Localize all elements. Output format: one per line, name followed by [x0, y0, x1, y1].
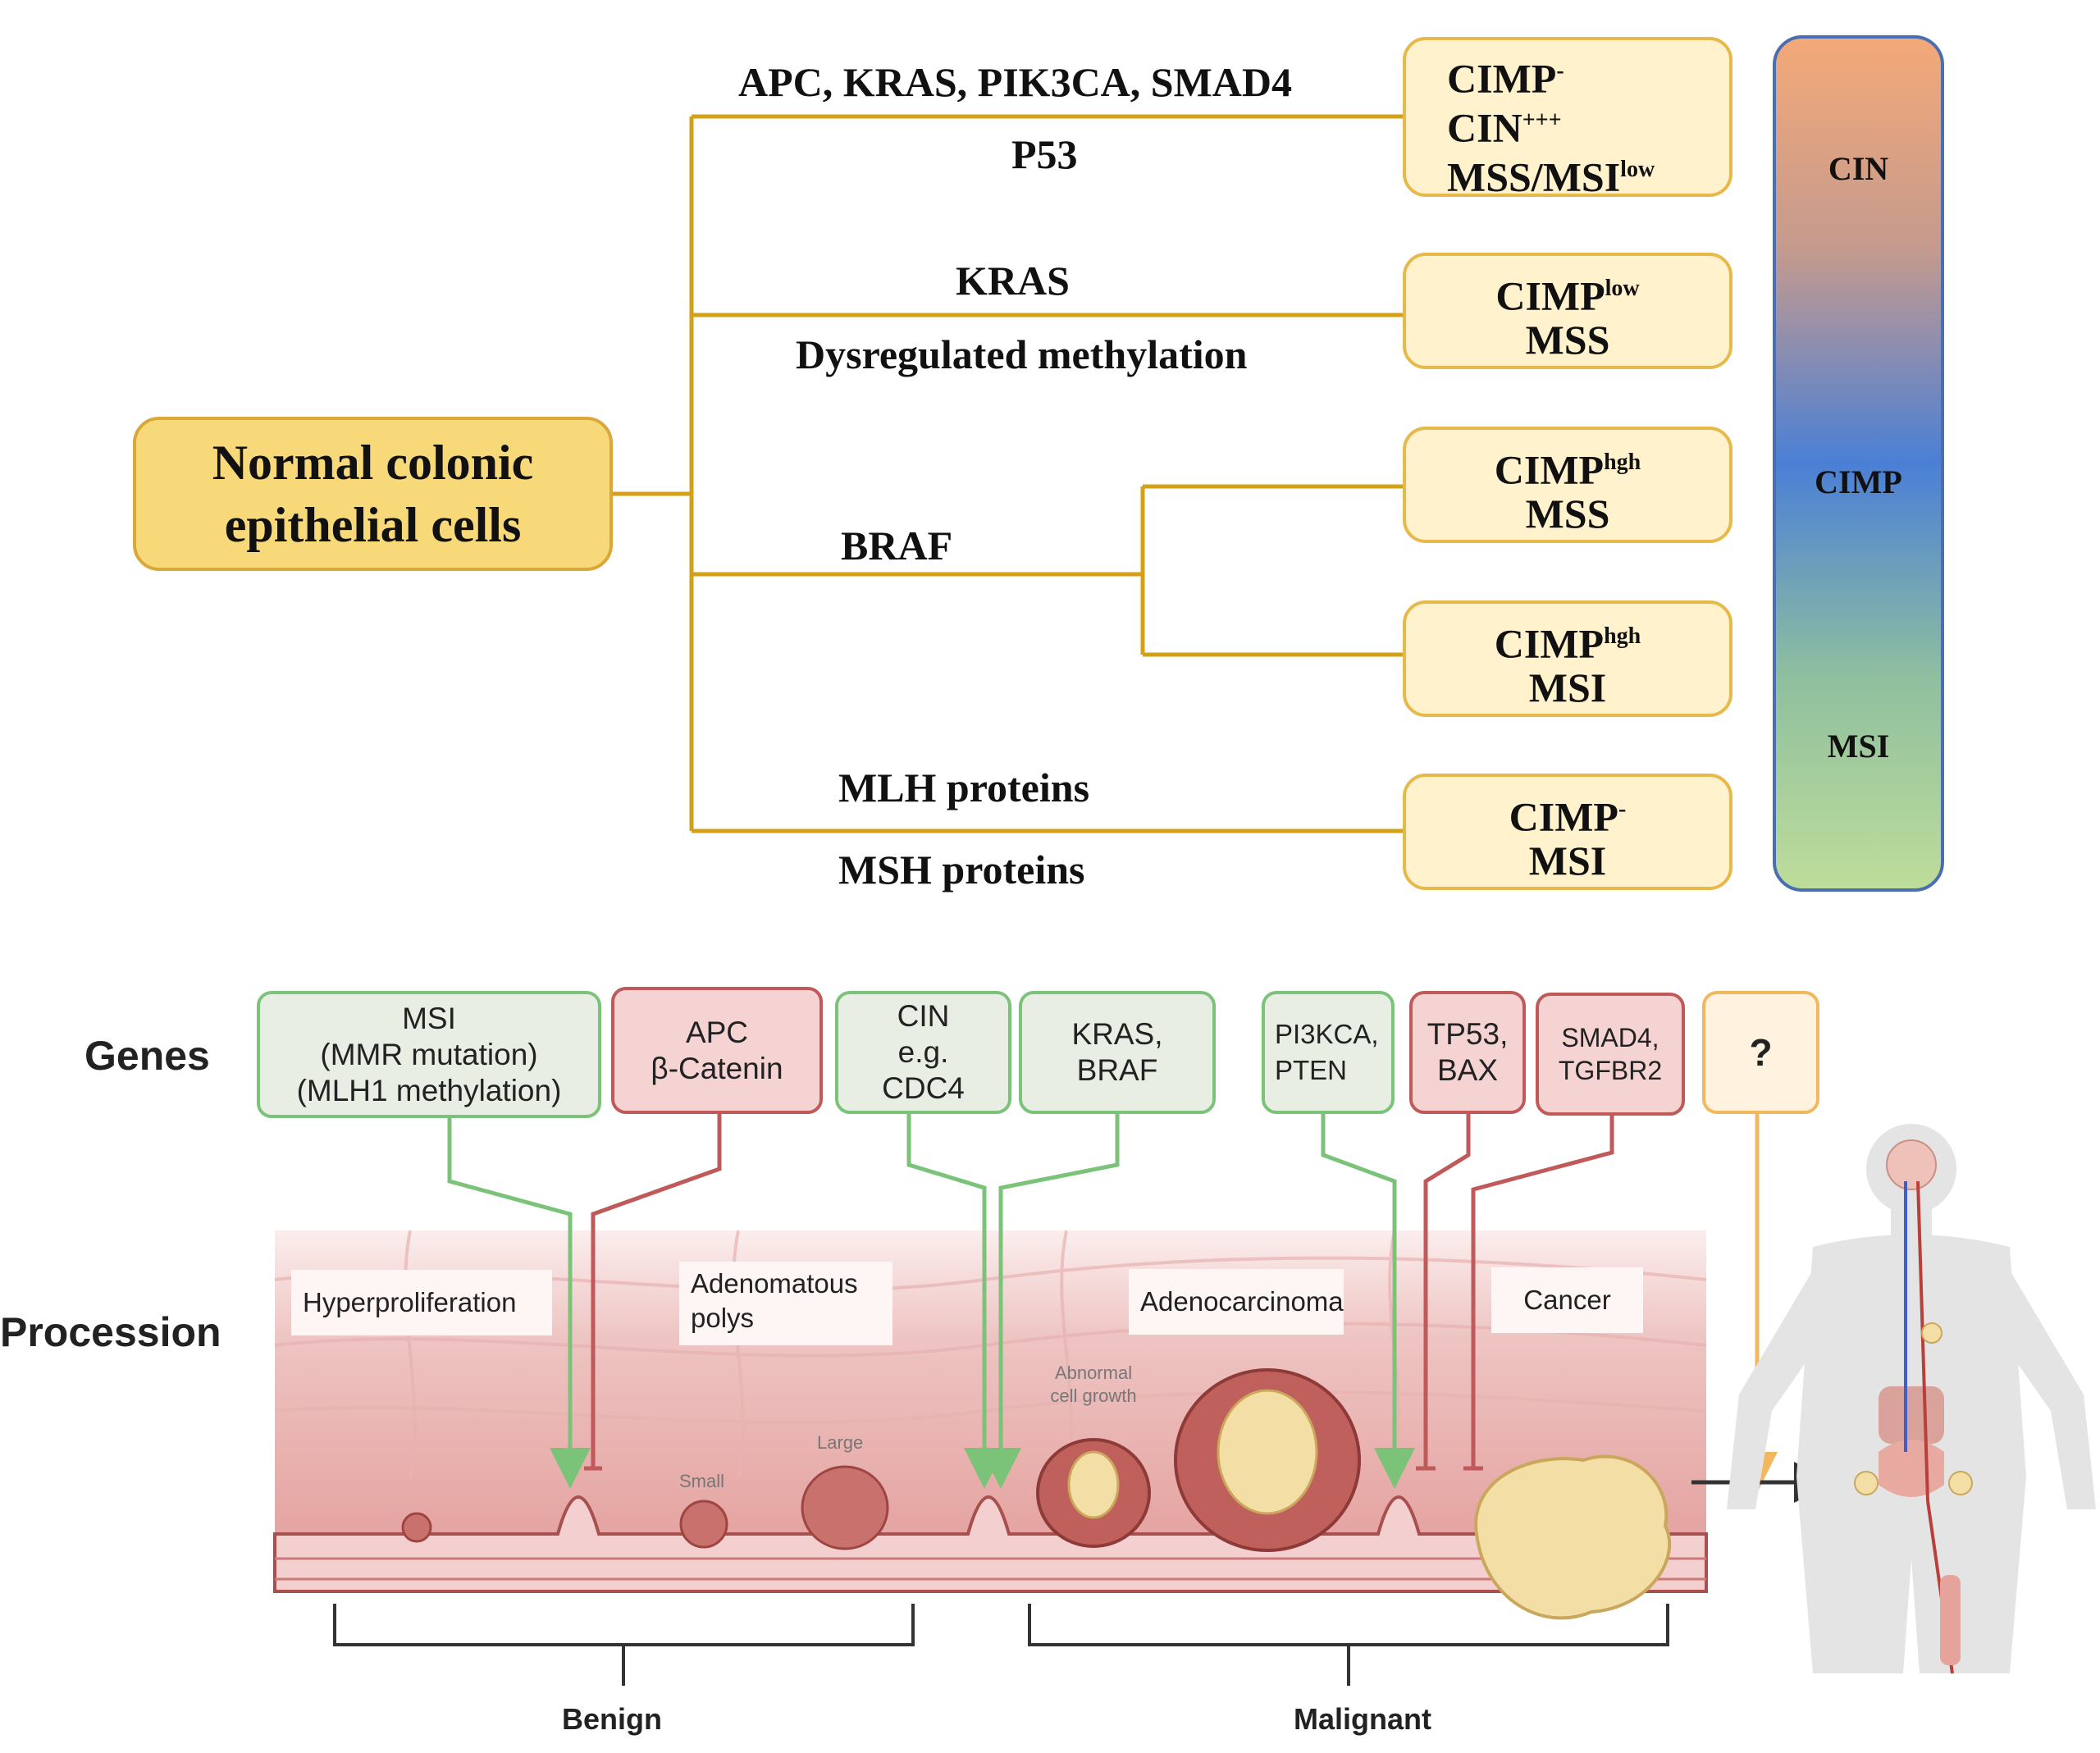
- gene-box-unknown-line-1: ?: [1749, 1031, 1773, 1074]
- bracket-label-benign: Benign: [562, 1702, 662, 1736]
- row-label-genes: Genes: [84, 1033, 210, 1079]
- tree-connectors: [611, 114, 1403, 833]
- brackets: [333, 1604, 1669, 1686]
- row-label-procession: Procession: [0, 1309, 221, 1355]
- gene-box-cin-line-2: e.g.: [897, 1035, 949, 1069]
- stage-adenocarcinoma: Adenocarcinoma: [1129, 1269, 1344, 1335]
- gene-box-pi3kca-line-2: PTEN: [1275, 1055, 1348, 1085]
- outcome-4-line-1: CIMPhgh: [1494, 620, 1641, 667]
- gene-box-msi-line-2: (MMR mutation): [320, 1037, 538, 1071]
- outcome-node-1: CIMP- CIN+++ MSS/MSIlow: [1403, 37, 1732, 200]
- stage-hyperproliferation: Hyperproliferation: [291, 1270, 552, 1335]
- gene-box-cin-line-3: CDC4: [882, 1071, 965, 1105]
- outcome-3-line-2: MSS: [1525, 491, 1610, 536]
- branch-1-above: APC, KRAS, PIK3CA, SMAD4: [738, 59, 1292, 105]
- bracket-label-malignant: Malignant: [1294, 1702, 1431, 1736]
- gene-box-msi-line-1: MSI: [402, 1001, 456, 1035]
- outcome-2-line-1: CIMPlow: [1495, 272, 1640, 319]
- origin-line-2: epithelial cells: [224, 498, 522, 552]
- gene-box-msi-line-3: (MLH1 methylation): [296, 1073, 562, 1107]
- outcome-node-3: CIMPhgh MSS: [1403, 427, 1732, 543]
- branch-4-above: MLH proteins: [838, 765, 1090, 810]
- outcome-1-line-3: MSS/MSIlow: [1447, 153, 1655, 200]
- gene-box-smad4-line-1: SMAD4,: [1561, 1023, 1659, 1052]
- human-body-illustration: [1727, 1124, 2096, 1674]
- outcome-3-line-1: CIMPhgh: [1494, 446, 1641, 493]
- outcome-1-line-1: CIMP-: [1447, 55, 1564, 102]
- stage-adenomatous-polys: Adenomatous polys: [679, 1262, 892, 1345]
- outcome-2-line-2: MSS: [1525, 317, 1610, 363]
- gene-box-tp53-line-2: BAX: [1436, 1053, 1499, 1087]
- branch-4-below: MSH proteins: [838, 847, 1085, 892]
- gene-box-pi3kca-line-1: PI3KCA,: [1275, 1019, 1379, 1049]
- bar-label-cin: CIN: [1828, 150, 1889, 187]
- branch-2-below: Dysregulated methylation: [796, 331, 1248, 377]
- gene-box-kras: KRAS, BRAF: [1019, 991, 1216, 1114]
- gene-box-kras-line-2: BRAF: [1076, 1053, 1158, 1087]
- gene-box-cin-line-1: CIN: [897, 999, 950, 1033]
- gene-box-pi3kca: PI3KCA, PTEN: [1262, 991, 1395, 1114]
- bar-label-msi: MSI: [1827, 728, 1890, 765]
- branch-2-above: KRAS: [956, 258, 1070, 304]
- bar-label-cimp: CIMP: [1815, 463, 1902, 500]
- outcome-4-line-2: MSI: [1528, 664, 1607, 710]
- origin-node: Normal colonic epithelial cells: [133, 417, 613, 571]
- gene-box-smad4: SMAD4, TGFBR2: [1536, 993, 1685, 1116]
- branch-3-label: BRAF: [841, 523, 953, 568]
- outcome-node-2: CIMPlow MSS: [1403, 253, 1732, 369]
- outcome-node-5: CIMP- MSI: [1403, 774, 1732, 890]
- abnormal-growth-label: Abnormal cell growth: [1050, 1363, 1137, 1406]
- outcome-node-4: CIMPhgh MSI: [1403, 600, 1732, 717]
- gene-box-apc: APC β-Catenin: [611, 987, 823, 1114]
- outcome-5-line-1: CIMP-: [1509, 793, 1627, 840]
- outcome-1-line-2: CIN+++: [1447, 104, 1562, 151]
- gene-box-tp53-line-1: TP53,: [1427, 1017, 1509, 1051]
- gene-box-apc-line-1: APC: [685, 1015, 749, 1049]
- gene-box-kras-line-1: KRAS,: [1071, 1017, 1163, 1051]
- gene-box-tp53: TP53, BAX: [1409, 991, 1526, 1114]
- gradient-bar: [1773, 35, 1944, 892]
- outcome-5-line-2: MSI: [1528, 838, 1607, 883]
- gene-box-unknown: ?: [1702, 991, 1819, 1114]
- stage-cancer: Cancer: [1491, 1267, 1643, 1333]
- origin-line-1: Normal colonic: [212, 436, 534, 490]
- polyp-label-large: Large: [817, 1432, 864, 1453]
- gene-box-apc-line-2: β-Catenin: [651, 1051, 783, 1085]
- gene-box-smad4-line-2: TGFBR2: [1558, 1056, 1663, 1085]
- gene-box-cin: CIN e.g. CDC4: [835, 991, 1011, 1114]
- polyp-label-small: Small: [679, 1471, 725, 1491]
- branch-1-below: P53: [1011, 131, 1078, 177]
- gene-box-msi: MSI (MMR mutation) (MLH1 methylation): [257, 991, 601, 1118]
